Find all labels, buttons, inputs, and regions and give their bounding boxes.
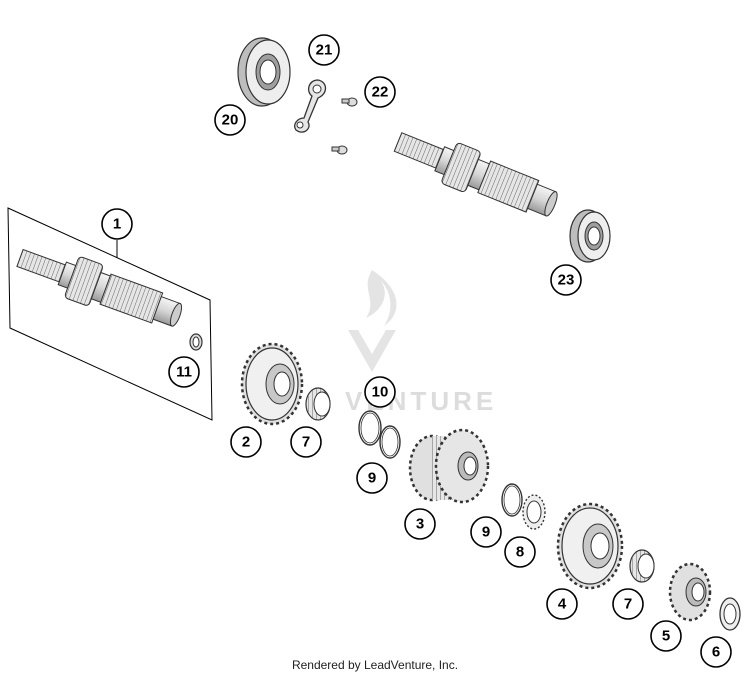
callout-7a-label: 7 <box>302 434 310 451</box>
callout-5: 5 <box>650 620 682 652</box>
callout-22: 22 <box>364 76 396 108</box>
transmission-shaft-upper <box>393 132 558 217</box>
callout-20: 20 <box>214 104 246 136</box>
part-7-needle-bearing-a <box>305 387 331 421</box>
callout-7b-label: 7 <box>624 596 632 613</box>
part-11-ring <box>189 333 203 351</box>
callout-22-label: 22 <box>372 84 389 101</box>
watermark-flame-icon <box>366 270 397 326</box>
part-2-gear <box>240 342 304 426</box>
callout-6: 6 <box>700 636 732 668</box>
part-9-ring-a <box>379 425 401 459</box>
callout-9b-label: 9 <box>482 524 490 541</box>
callout-4-label: 4 <box>558 596 567 613</box>
callout-20-label: 20 <box>222 112 239 129</box>
part-3-gear <box>408 428 490 504</box>
part-22-screws <box>331 97 358 155</box>
callout-11-label: 11 <box>176 364 192 381</box>
callout-6-label: 6 <box>712 644 720 661</box>
part-10-ring <box>358 410 382 446</box>
part-6-washer <box>719 597 741 631</box>
part-20-bearing <box>237 37 291 107</box>
transmission-shaft-1 <box>16 248 183 327</box>
callout-9b: 9 <box>470 516 502 548</box>
callout-3: 3 <box>404 508 436 540</box>
callout-1: 1 <box>101 208 133 240</box>
callout-9a: 9 <box>356 462 388 494</box>
callout-2: 2 <box>230 426 262 458</box>
callout-7b: 7 <box>612 588 644 620</box>
callout-3-label: 3 <box>416 516 424 533</box>
callout-8: 8 <box>504 536 536 568</box>
callout-21-label: 21 <box>316 42 333 59</box>
render-credit: Rendered by LeadVenture, Inc. <box>291 658 459 672</box>
callout-21: 21 <box>308 34 340 66</box>
part-9-ring-b <box>501 483 523 517</box>
callout-5-label: 5 <box>662 628 670 645</box>
part-5-gear <box>668 562 712 622</box>
callout-2-label: 2 <box>242 434 250 451</box>
callout-4: 4 <box>546 588 578 620</box>
callout-8-label: 8 <box>516 544 524 561</box>
assembly-1-outline <box>7 207 213 421</box>
part-23-bearing <box>569 209 611 263</box>
callout-9a-label: 9 <box>368 470 376 487</box>
watermark-v-icon <box>348 330 396 372</box>
callout-1-label: 1 <box>113 216 121 233</box>
callout-23-label: 23 <box>558 272 575 289</box>
part-21-bracket <box>294 79 327 133</box>
part-4-gear <box>556 502 624 590</box>
callout-10: 10 <box>364 376 396 408</box>
part-8-washer <box>522 494 546 530</box>
callout-23: 23 <box>550 264 582 296</box>
callout-7a: 7 <box>290 426 322 458</box>
part-7-needle-bearing-b <box>629 549 655 583</box>
callout-11: 11 <box>168 356 200 388</box>
callout-10-label: 10 <box>372 384 389 401</box>
